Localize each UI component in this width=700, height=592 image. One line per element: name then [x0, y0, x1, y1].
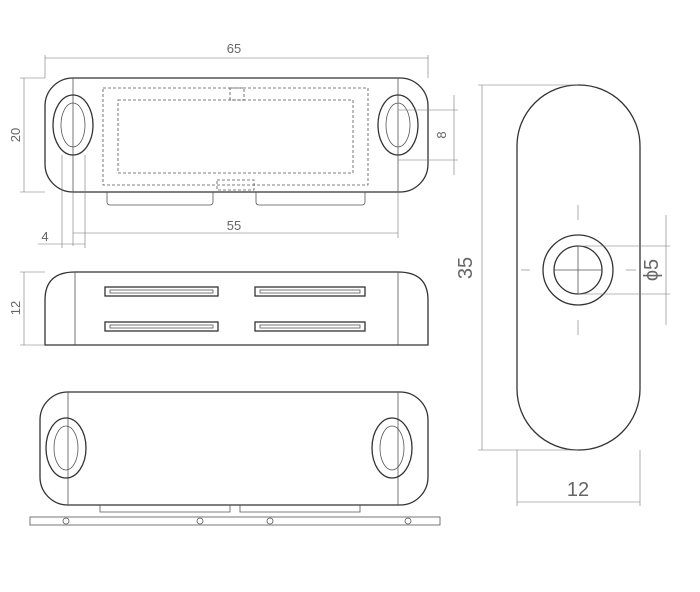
dimension-label-65: 65 — [227, 41, 241, 56]
bottom-view — [29, 391, 441, 526]
top-view: 65 20 8 55 4 — [8, 41, 458, 248]
countersink-outer — [542, 234, 614, 306]
side-view: 12 — [8, 271, 429, 346]
dimension-label-12-plate: 12 — [567, 479, 589, 501]
dimension-label-20: 20 — [8, 128, 23, 142]
base-plate — [29, 516, 441, 526]
dimension-label-4: 4 — [41, 229, 48, 244]
top-view-outline — [44, 77, 429, 193]
hidden-magnet-cavity — [102, 87, 369, 186]
dimension-label-35: 35 — [455, 257, 477, 279]
mounting-hole-right — [377, 94, 419, 156]
dimension-label-12-side: 12 — [8, 301, 23, 315]
dimension-label-8: 8 — [434, 131, 449, 138]
strike-plate-outline — [516, 84, 641, 451]
bottom-view-outline — [39, 391, 429, 506]
dimension-label-55: 55 — [227, 218, 241, 233]
mounting-hole-left — [52, 94, 94, 156]
strike-plate-view: 35 12 ϕ5 — [455, 84, 670, 506]
dimension-label-diameter-5: ϕ5 — [641, 259, 663, 281]
